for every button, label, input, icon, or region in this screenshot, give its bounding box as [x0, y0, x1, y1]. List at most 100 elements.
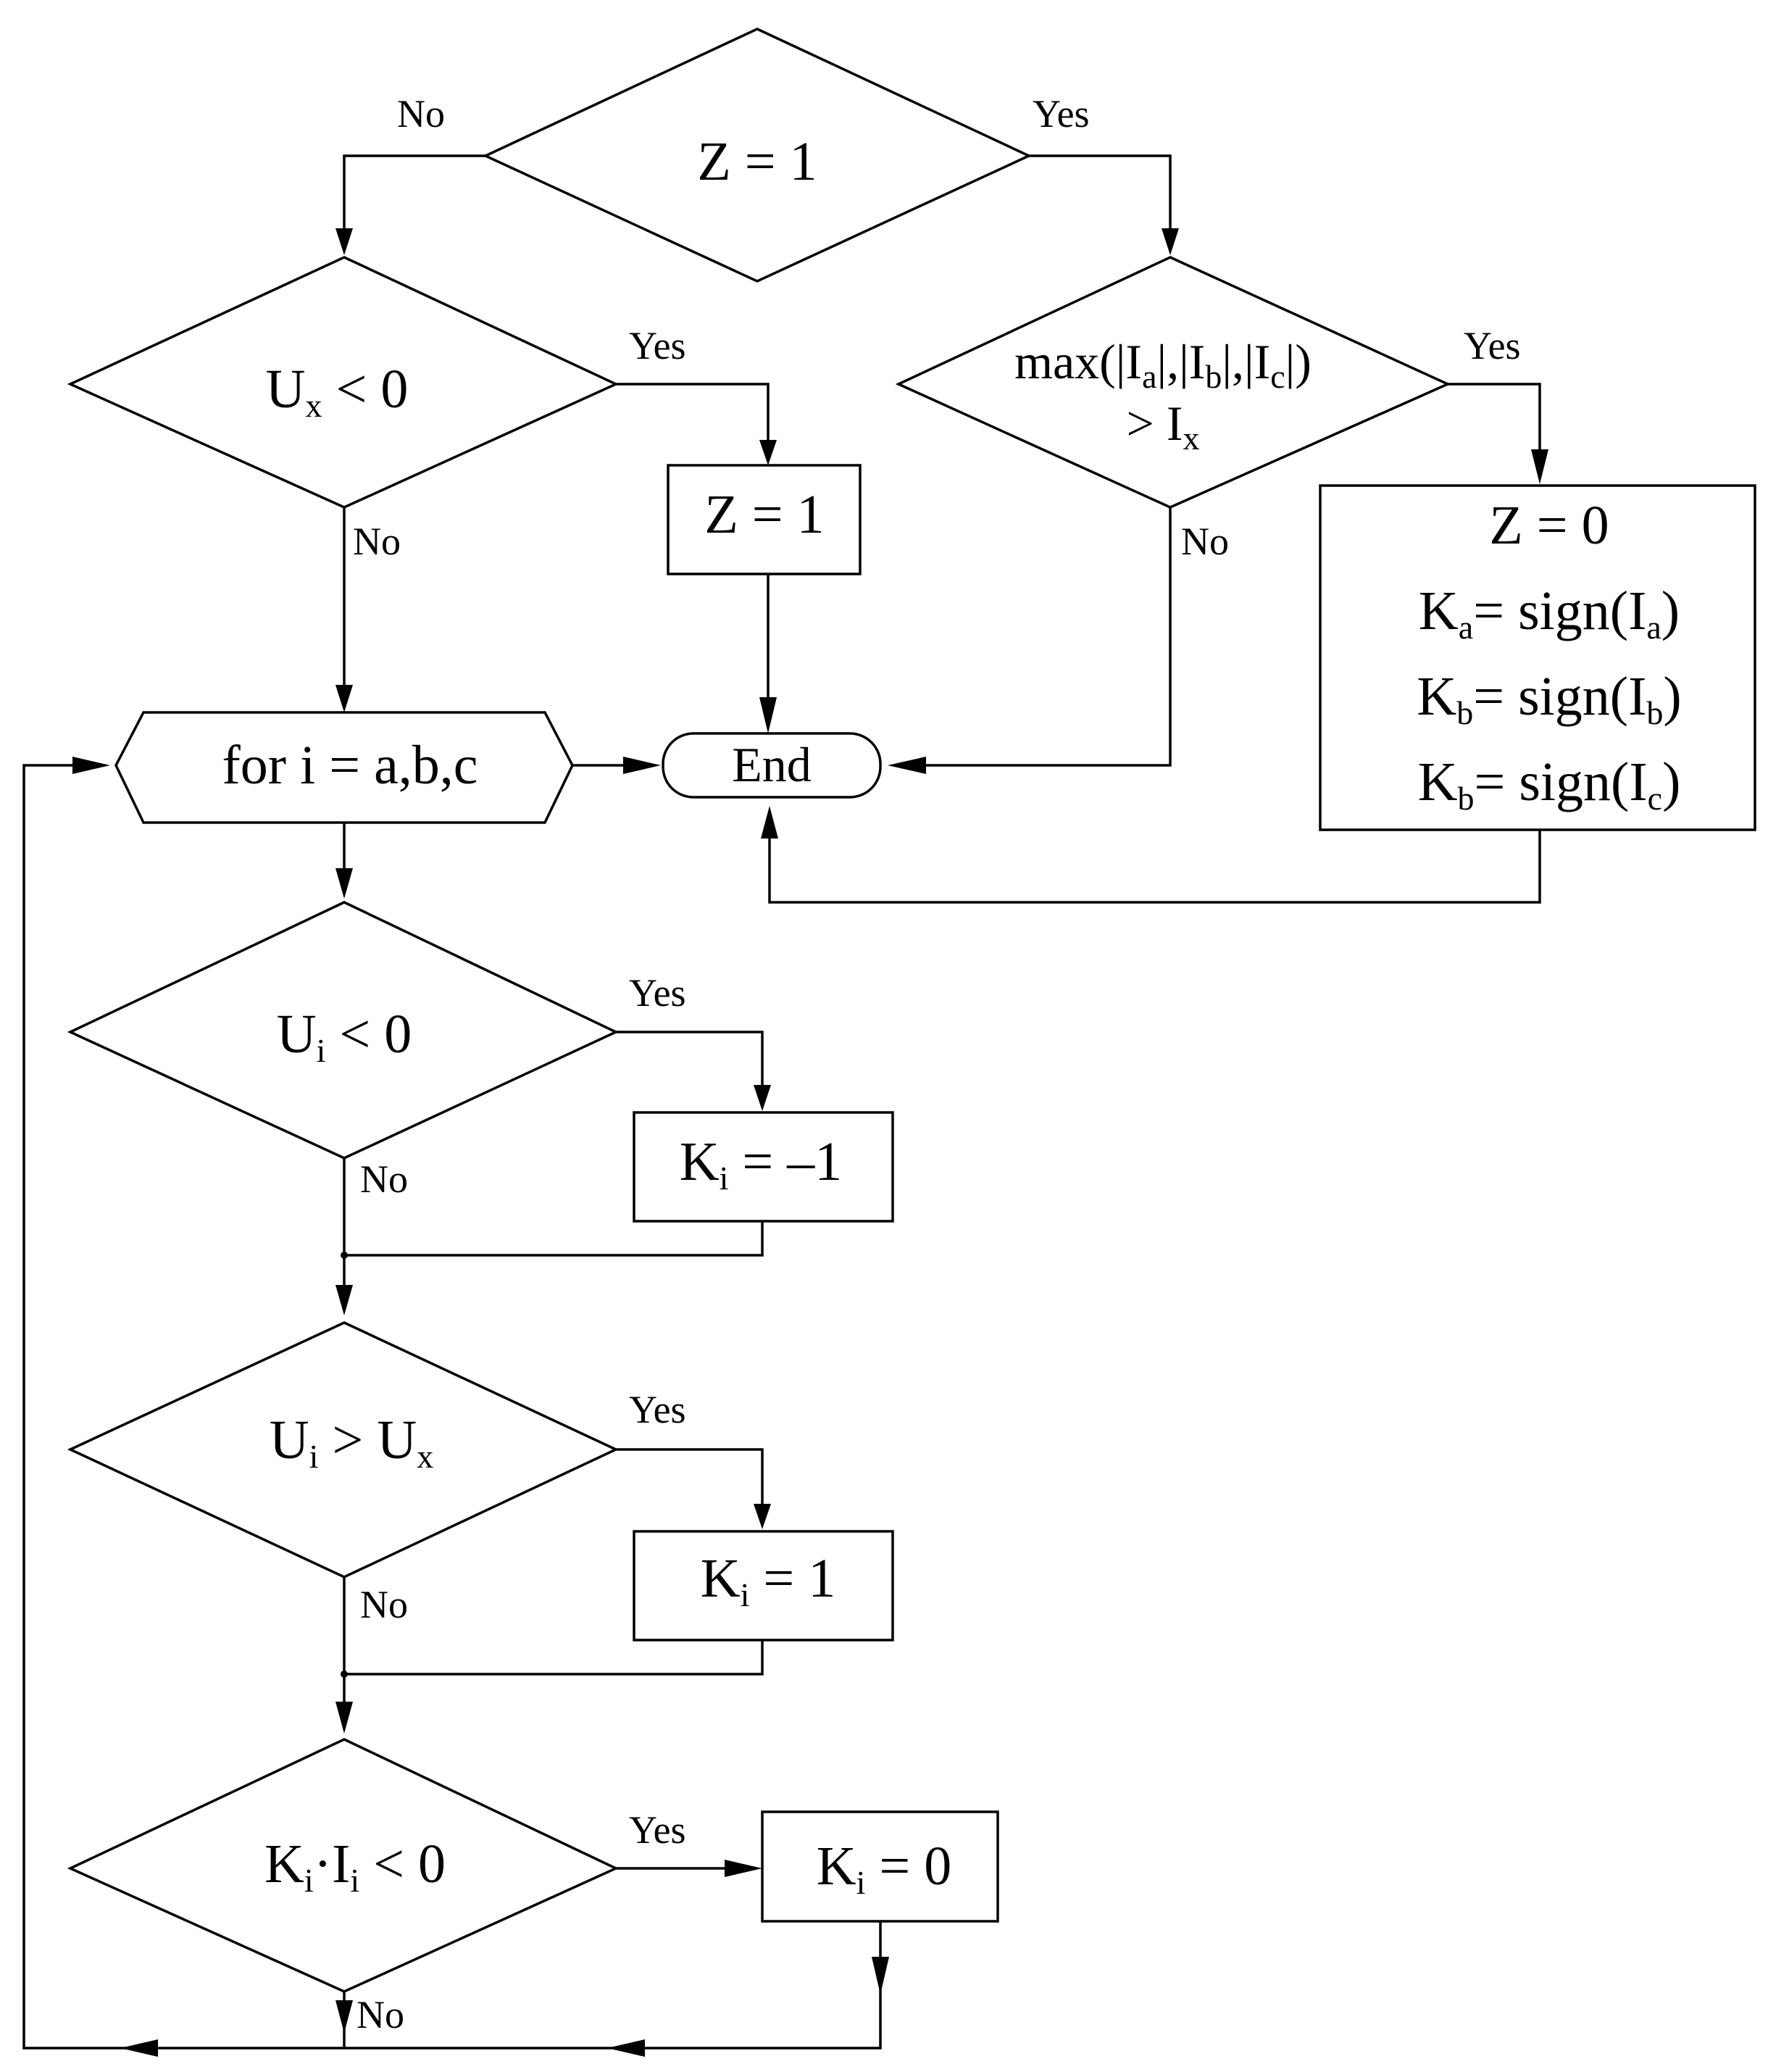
arrowhead-down [754, 1085, 771, 1111]
arrowhead-left [607, 2039, 645, 2057]
subscript-text: i [317, 1032, 326, 1069]
subscript-text: b [1205, 358, 1222, 395]
label-text: U [270, 1410, 309, 1470]
decision-max-current-exceeds-ix [895, 256, 1451, 509]
arrowhead-down [335, 1285, 353, 1315]
label-max-yes: Yes [1464, 324, 1521, 367]
subscript-text: i [350, 1862, 359, 1899]
label-ux-yes: Yes [629, 324, 686, 367]
subscript-text: i [856, 1864, 866, 1901]
label-ui0-yes: Yes [629, 971, 686, 1015]
label-text: K [817, 1836, 856, 1897]
label-ki-yes: Yes [629, 1808, 686, 1852]
arrowhead-right [725, 1860, 762, 1877]
subscript-text: a [1142, 358, 1156, 395]
label-text: < 0 [325, 1004, 412, 1065]
label-text: > I [1127, 396, 1183, 451]
label-text: K [264, 1834, 304, 1894]
process-set-k-0 [761, 1810, 999, 1923]
node-text: max(|Ia|,|Ib|,|Ic|)> Ix [1014, 334, 1312, 457]
node-text: Ki = 0 [817, 1836, 952, 1901]
label-text: < 0 [359, 1834, 446, 1894]
node-text: Ui < 0 [277, 1004, 412, 1069]
label-ux-no: No [353, 520, 401, 563]
branch-labels: No Yes Yes No Yes No Yes No Yes No Yes N… [353, 92, 1521, 2036]
edge-ux-yes [616, 383, 770, 447]
node-text: Ux < 0 [266, 359, 409, 424]
subscript-text: a [1459, 609, 1473, 646]
subscript-text: b [1646, 694, 1663, 731]
edge-kpos-merge [344, 1640, 764, 1676]
subscript-text: i [309, 1438, 319, 1475]
subscript-text: x [417, 1438, 433, 1475]
label-uiux-no: No [360, 1583, 408, 1626]
arrowhead-up [761, 806, 778, 839]
label-max-no: No [1181, 520, 1229, 563]
arrowhead-down [1162, 228, 1179, 255]
arrowhead-down [335, 868, 353, 899]
junction-dot [341, 1671, 348, 1678]
label-text: < 0 [322, 359, 409, 420]
node-labels: Z = 1 Ux < 0 Z = 1 max(|Ia|,|Ib|,|Ic|)> … [222, 131, 1681, 1901]
label-text: ) [1661, 581, 1680, 641]
subscript-text: x [306, 387, 322, 424]
node-text: Ki = 1 [701, 1548, 836, 1613]
node-text: Z = 1 [704, 484, 824, 545]
node-text: Ui > Ux [270, 1410, 433, 1475]
subscript-text: b [1457, 780, 1474, 817]
label-text: K [1418, 752, 1458, 812]
label-z-no: No [397, 92, 445, 136]
subscript-text: b [1456, 694, 1473, 731]
label-ki-no: No [356, 1993, 404, 2036]
label-ui0-no: No [360, 1157, 408, 1201]
arrowhead-left [120, 2039, 158, 2057]
subscript-text: i [720, 1160, 729, 1197]
label-text: = sign(I [1473, 581, 1646, 641]
decision-ui-greater-than-ux [67, 1321, 620, 1578]
arrowhead-down [759, 440, 777, 465]
label-text: K [701, 1548, 741, 1609]
decision-ui-negative [67, 901, 620, 1160]
connectors [22, 154, 1541, 2050]
label-text: |) [1285, 334, 1312, 389]
label-text: = 1 [749, 1548, 835, 1609]
edge-z-yes [1029, 154, 1172, 236]
label-uiux-yes: Yes [629, 1388, 686, 1431]
label-text: > U [318, 1410, 417, 1470]
arrowhead-down [754, 1504, 771, 1529]
subscript-text: i [741, 1576, 750, 1613]
node-text: for i = a,b,c [222, 735, 478, 796]
loop-for-phases [114, 711, 574, 824]
subscript-text: c [1270, 358, 1285, 395]
arrowhead-right [72, 757, 110, 774]
label-text: U [277, 1004, 317, 1065]
arrowhead-down [872, 1957, 889, 1994]
label-text: ) [1662, 752, 1680, 812]
junction-dot [341, 1252, 348, 1259]
label-text: = sign(I [1473, 666, 1646, 727]
label-text: = –1 [728, 1131, 842, 1192]
label-text: End [732, 737, 812, 792]
edge-max-no [906, 507, 1172, 767]
arrowhead-right [623, 757, 661, 774]
process-set-z-1 [667, 464, 862, 575]
arrowhead-down [335, 2000, 353, 2033]
label-z-yes: Yes [1033, 92, 1090, 136]
arrowhead-down [335, 1702, 353, 1734]
node-text: Ki·Ii < 0 [264, 1834, 446, 1899]
arrowhead-down [335, 685, 353, 712]
decision-k-times-i-negative [67, 1738, 620, 1993]
label-text: K [680, 1131, 720, 1192]
label-text: K [1417, 666, 1456, 727]
label-text: = 0 [865, 1836, 951, 1897]
node-text: Z = 1 [697, 131, 817, 192]
label-text: K [1419, 581, 1459, 641]
arrowheads [72, 228, 1548, 2057]
label-text: ·I [314, 1834, 351, 1894]
arrowhead-down [759, 697, 777, 733]
edge-reset-end [768, 830, 1541, 904]
node-text: End [732, 737, 812, 792]
subscript-text: c [1648, 780, 1662, 817]
label-text: U [266, 359, 306, 420]
